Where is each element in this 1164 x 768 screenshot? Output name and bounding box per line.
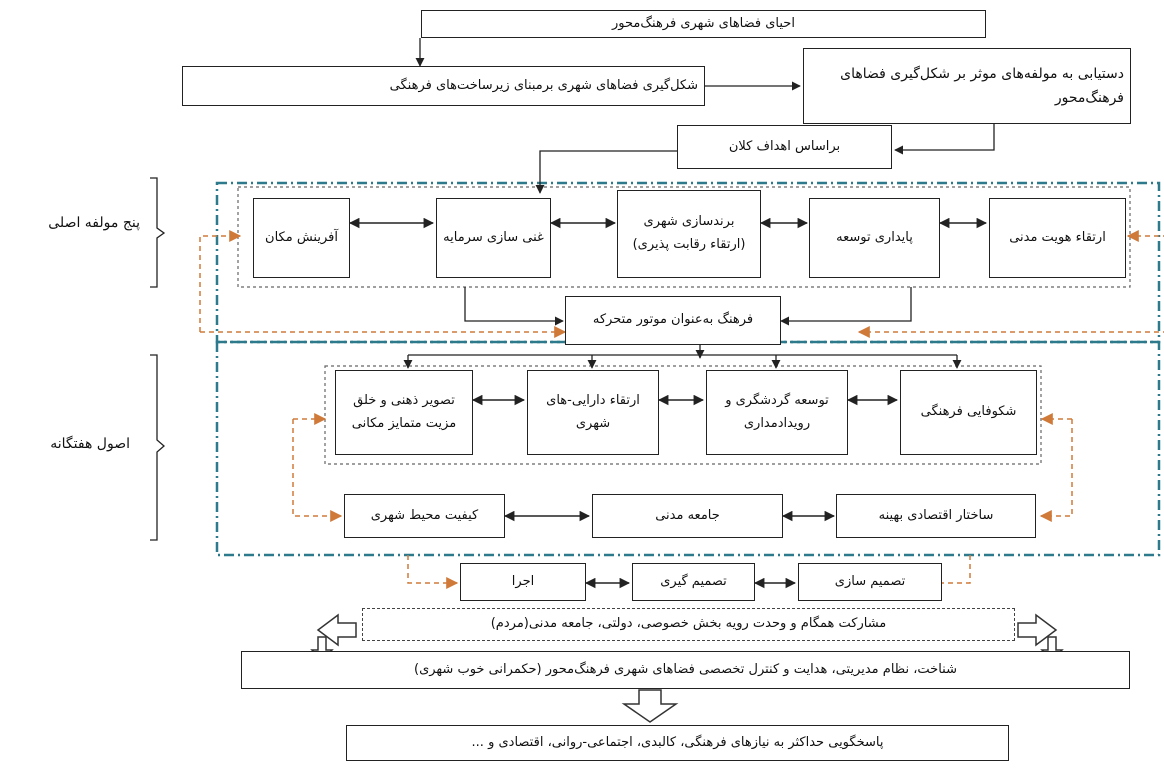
response-box: پاسخگویی حداکثر به نیازهای فرهنگی، کالبد… [346, 725, 1009, 761]
hollow-arrow-right [1017, 613, 1058, 647]
hollow-arrow-down [621, 689, 679, 723]
five-components-frame [215, 181, 1161, 344]
process-decision-making: تصمیم گیری [632, 563, 755, 601]
culture-engine-box: فرهنگ به‌عنوان موتور متحرکه [565, 296, 781, 345]
principle-economic-structure: ساختار اقتصادی بهینه [836, 494, 1036, 538]
goals-box: براساس اهداف کلان [677, 125, 892, 169]
participation-box: مشارکت همگام و وحدت رویه بخش خصوصی، دولت… [362, 608, 1015, 641]
principle-mental-image: تصویر ذهنی و خلق مزیت متمایز مکانی [335, 370, 473, 455]
component-urban-branding: برندسازی شهری (ارتقاء رقابت پذیری) [617, 190, 761, 278]
hollow-arrow-left [316, 613, 357, 647]
principle-tourism-events: توسعه گردشگری و رویدادمداری [706, 370, 848, 455]
component-place-making: آفرینش مکان [253, 198, 350, 278]
revival-box: احیای فضاهای شهری فرهنگ‌محور [421, 10, 986, 38]
achieving-box: دستیابی به مولفه‌های موثر بر شکل‌گیری فض… [803, 48, 1131, 124]
connector-achieving-to-goals [894, 124, 995, 155]
component-capital-enrichment: غنی سازی سرمایه [436, 198, 551, 278]
formation-box: شکل‌گیری فضاهای شهری برمبنای زیرساخت‌های… [182, 66, 705, 106]
brace-seven-principles [150, 354, 165, 541]
principle-urban-quality: کیفیت محیط شهری [344, 494, 505, 538]
brace-five-components [150, 177, 166, 288]
component-sustainability: پایداری توسعه [809, 198, 940, 278]
five-components-label: پنج مولفه اصلی [48, 215, 140, 231]
principle-cultural-flourishing: شکوفایی فرهنگی [900, 370, 1037, 455]
process-implementation: اجرا [460, 563, 586, 601]
seven-principles-frame [215, 340, 1161, 557]
principle-urban-assets: ارتقاء دارایی-های شهری [527, 370, 659, 455]
process-decision-shaping: تصمیم سازی [798, 563, 942, 601]
seven-principles-label: اصول هفتگانه [50, 436, 130, 452]
connector-goals-to-frame [535, 150, 677, 194]
principle-civil-society: جامعه مدنی [592, 494, 783, 538]
governance-box: شناخت، نظام مدیریتی، هدایت و کنترل تخصصی… [241, 651, 1130, 689]
component-civic-identity: ارتقاء هویت مدنی [989, 198, 1126, 278]
